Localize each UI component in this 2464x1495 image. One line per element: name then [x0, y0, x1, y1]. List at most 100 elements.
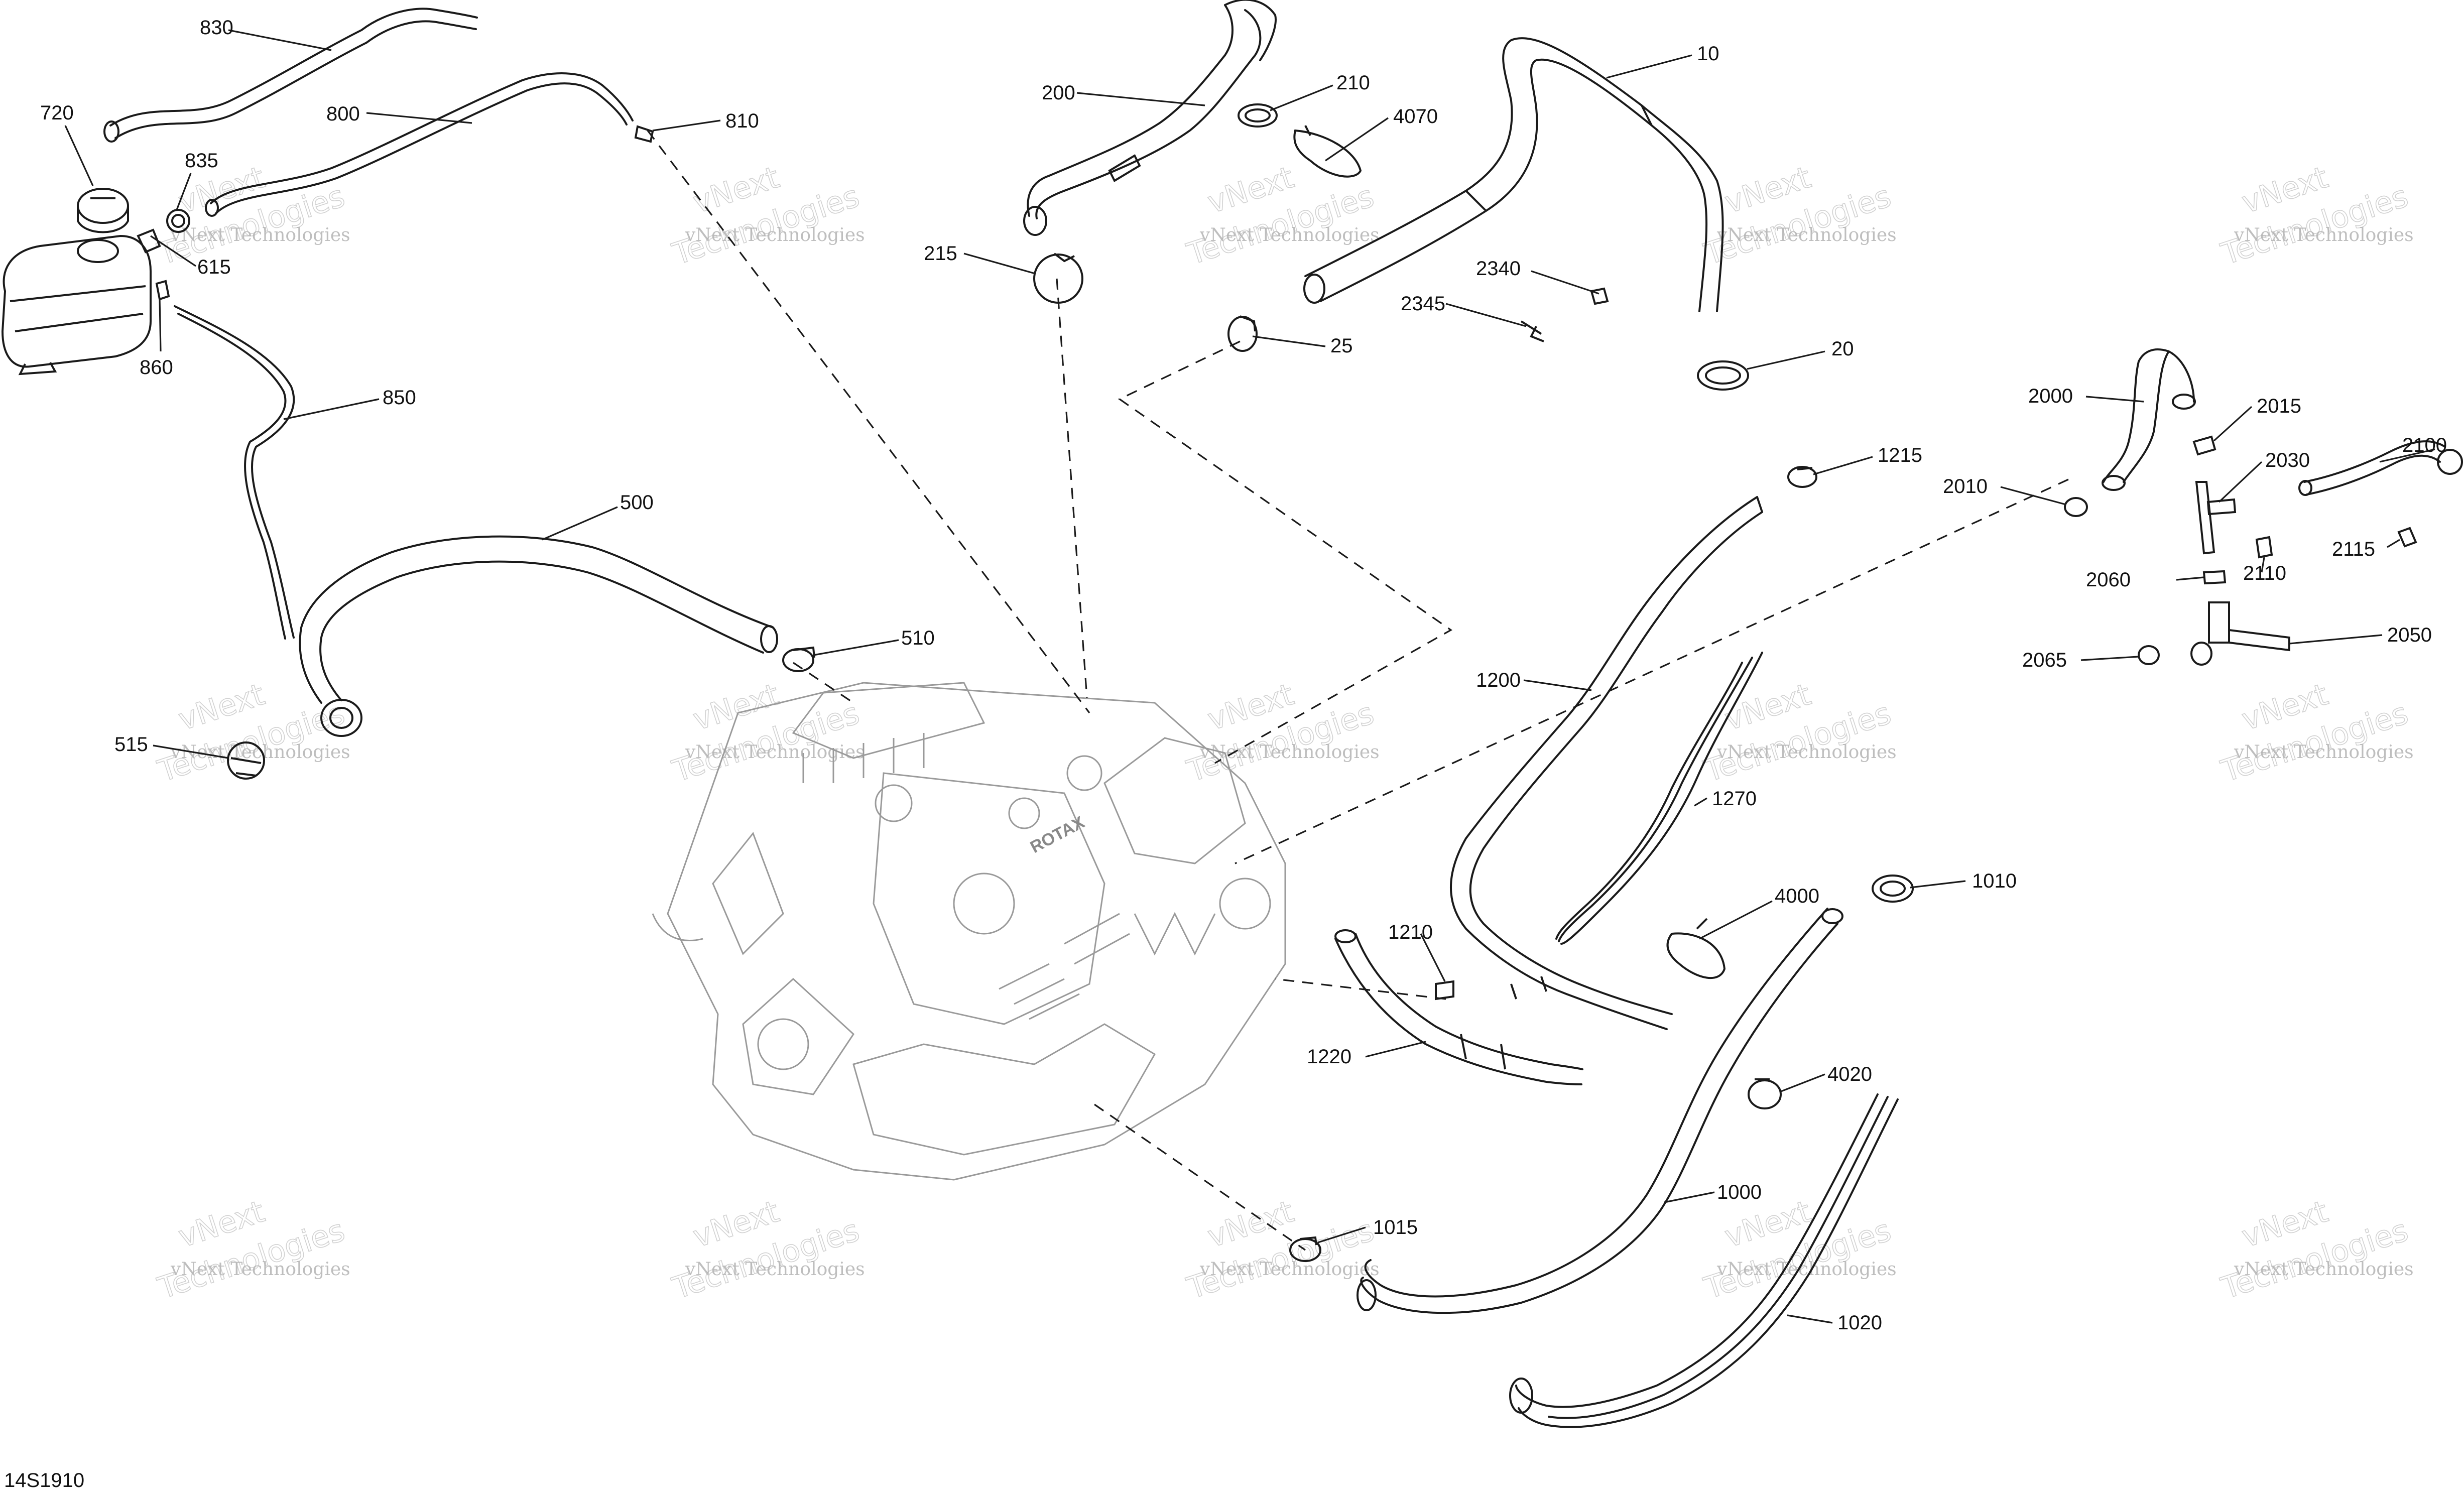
part-label-2345: 2345: [1401, 293, 1445, 315]
part-label-10: 10: [1697, 43, 1719, 65]
clamp-4020: [1748, 1078, 1782, 1109]
watermark-text: vNext Technologies: [170, 742, 350, 763]
part-label-215: 215: [924, 242, 957, 265]
hose-1220: [1334, 929, 1583, 1085]
part-label-4000: 4000: [1775, 885, 1819, 907]
clamp-1015: [1289, 1236, 1321, 1262]
part-label-2100: 2100: [2402, 434, 2447, 456]
part-label-800: 800: [326, 103, 360, 125]
watermark-text: vNext Technologies: [2234, 225, 2414, 245]
watermark-text: vNext Technologies: [1199, 1259, 1380, 1280]
hose-830: [103, 8, 478, 143]
hose-2100: [2298, 440, 2463, 496]
hose-200: [1023, 0, 1277, 236]
part-label-1200: 1200: [1476, 669, 1521, 691]
watermark-text: vNext Technologies: [1716, 742, 1897, 763]
part-label-2060: 2060: [2086, 569, 2131, 591]
part-label-835: 835: [185, 150, 218, 172]
part-label-860: 860: [140, 356, 173, 379]
part-label-1010: 1010: [1972, 870, 2017, 892]
clamp-210: [1238, 103, 1278, 128]
clamp-835: [166, 209, 190, 233]
watermark-group: vNext Technologies vNext Technologies vN…: [153, 160, 2414, 1307]
part-label-720: 720: [40, 102, 74, 124]
clamp-1215: [1787, 466, 1817, 488]
fitting-2115: [2397, 527, 2417, 548]
part-label-25: 25: [1330, 335, 1353, 357]
part-label-500: 500: [620, 491, 654, 514]
part-label-210: 210: [1336, 72, 1370, 94]
part-label-850: 850: [383, 387, 416, 409]
hose-1200: [1450, 496, 1763, 1030]
part-label-1210: 1210: [1388, 921, 1433, 943]
part-label-200: 200: [1042, 82, 1075, 104]
watermark-text: vNext Technologies: [685, 225, 865, 245]
part-label-2115: 2115: [2332, 538, 2375, 560]
hose-850: [174, 305, 295, 640]
clip-4070: [1293, 125, 1362, 178]
bolt-2340: [1590, 287, 1609, 305]
watermark-text: vNext Technologies: [170, 1259, 350, 1280]
part-label-515: 515: [114, 733, 148, 756]
part-label-1270: 1270: [1712, 788, 1757, 810]
part-label-830: 830: [200, 17, 233, 39]
fitting-2060: [2202, 570, 2227, 585]
fitting-810: [634, 125, 654, 143]
tee-2030: [2195, 481, 2237, 555]
fitting-860: [155, 280, 170, 301]
coolant-reservoir: [1, 234, 152, 376]
part-label-2010: 2010: [1943, 475, 1988, 497]
part-label-2015: 2015: [2257, 395, 2301, 417]
part-label-2065: 2065: [2022, 649, 2067, 671]
part-label-20: 20: [1831, 338, 1854, 360]
watermark-text: vNext Technologies: [685, 1259, 865, 1280]
clamp-1010: [1872, 875, 1914, 903]
fitting-2110: [2255, 536, 2273, 559]
part-label-2030: 2030: [2265, 449, 2310, 471]
part-label-510: 510: [901, 627, 935, 649]
leader-lines: [64, 29, 2435, 1324]
elbow-2050: [2190, 601, 2290, 666]
clamp-25: [1227, 315, 1258, 352]
part-label-4020: 4020: [1827, 1063, 1872, 1085]
part-label-1220: 1220: [1307, 1046, 1351, 1068]
clamp-2010: [2064, 497, 2088, 517]
part-label-2340: 2340: [1476, 258, 1521, 280]
engine-brand-text: ROTAX: [1027, 813, 1088, 857]
part-label-1215: 1215: [1878, 444, 1922, 466]
watermark-text: vNext Technologies: [1199, 742, 1380, 763]
part-label-2050: 2050: [2387, 624, 2432, 646]
illustration-code: 14S1910: [4, 1469, 84, 1491]
watermark-text: vNext Technologies: [685, 742, 865, 763]
clamp-20: [1697, 360, 1749, 391]
hose-1000: [1357, 908, 1843, 1314]
part-label-1015: 1015: [1373, 1216, 1418, 1238]
part-label-2110: 2110: [2243, 562, 2286, 584]
watermark-text: vNext Technologies: [1199, 225, 1380, 245]
dashed-connector-lines: [647, 130, 2069, 1251]
watermark-text: vNext Technologies: [1716, 225, 1897, 245]
part-label-615: 615: [197, 256, 231, 278]
part-label-4070: 4070: [1393, 105, 1438, 128]
part-labels: 830 720 800 810 835 615 860 850 500 510 …: [40, 17, 2447, 1334]
hose-1270: [1555, 652, 1763, 945]
part-label-2000: 2000: [2028, 385, 2073, 407]
clamp-510: [782, 646, 815, 672]
screw-2345: [1520, 320, 1544, 342]
part-label-1000: 1000: [1717, 1181, 1762, 1203]
fitting-1210: [1435, 980, 1454, 1001]
clamp-215: [1033, 253, 1083, 304]
cap-720: [77, 188, 129, 233]
clamp-2065: [2138, 645, 2160, 665]
watermark-text: vNext Technologies: [170, 225, 350, 245]
watermark-text: vNext Technologies: [2234, 1259, 2414, 1280]
part-label-810: 810: [725, 110, 759, 132]
hose-10: [1303, 37, 1724, 312]
part-label-1020: 1020: [1837, 1312, 1882, 1334]
clamp-515: [227, 741, 265, 780]
fitting-2015: [2192, 435, 2216, 456]
hose-2000: [2102, 348, 2196, 491]
hose-500: [299, 535, 778, 737]
hose-1020: [1509, 1093, 1899, 1428]
